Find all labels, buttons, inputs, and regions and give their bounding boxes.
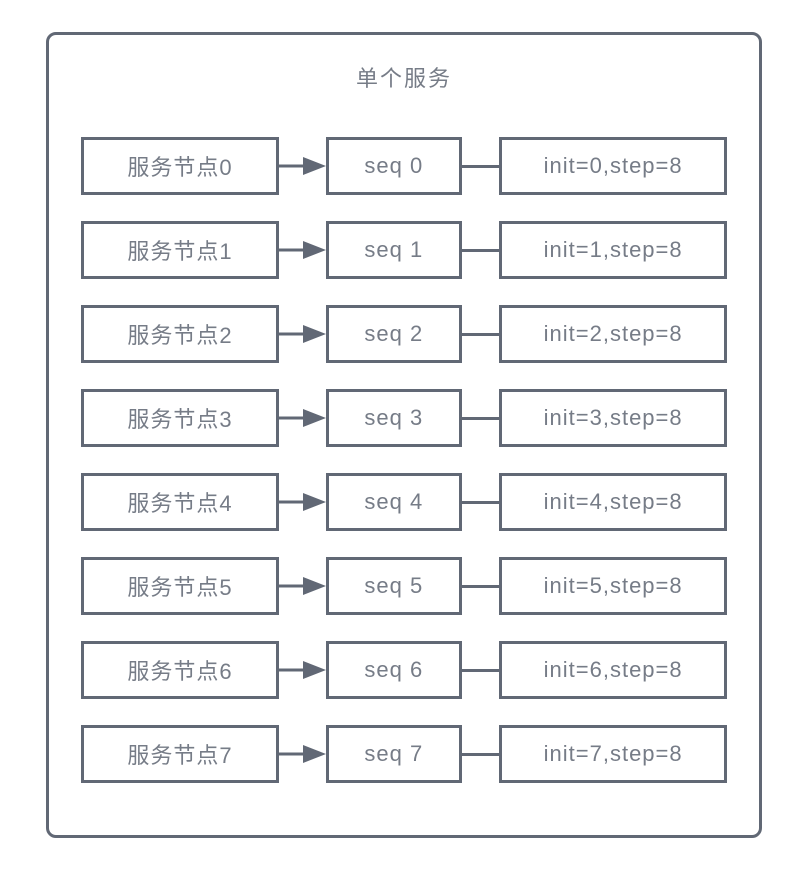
- arrow-right-icon: [279, 557, 327, 615]
- service-row: 服务节点2 seq 2 init=2,step=8: [81, 305, 727, 363]
- service-node-box: 服务节点1: [81, 221, 280, 279]
- connector-line: [461, 473, 500, 531]
- service-row: 服务节点6 seq 6 init=6,step=8: [81, 641, 727, 699]
- init-box: init=2,step=8: [499, 305, 727, 363]
- seq-box: seq 4: [326, 473, 462, 531]
- arrow-right-icon: [279, 641, 327, 699]
- seq-box: seq 5: [326, 557, 462, 615]
- seq-box: seq 3: [326, 389, 462, 447]
- seq-box: seq 6: [326, 641, 462, 699]
- connector-line: [461, 557, 500, 615]
- connector-line: [461, 137, 500, 195]
- arrow-right-icon: [279, 221, 327, 279]
- init-box: init=0,step=8: [499, 137, 727, 195]
- connector-line: [461, 221, 500, 279]
- diagram-container: 单个服务 服务节点0 seq 0 init=0,step=8 服务节点1 seq…: [46, 32, 762, 838]
- init-box: init=4,step=8: [499, 473, 727, 531]
- arrow-right-icon: [279, 305, 327, 363]
- connector-line: [461, 389, 500, 447]
- init-box: init=6,step=8: [499, 641, 727, 699]
- service-node-box: 服务节点7: [81, 725, 280, 783]
- init-box: init=5,step=8: [499, 557, 727, 615]
- init-box: init=1,step=8: [499, 221, 727, 279]
- service-row: 服务节点3 seq 3 init=3,step=8: [81, 389, 727, 447]
- service-node-box: 服务节点0: [81, 137, 280, 195]
- seq-box: seq 0: [326, 137, 462, 195]
- init-box: init=3,step=8: [499, 389, 727, 447]
- connector-line: [461, 725, 500, 783]
- seq-box: seq 1: [326, 221, 462, 279]
- service-row: 服务节点7 seq 7 init=7,step=8: [81, 725, 727, 783]
- service-row: 服务节点1 seq 1 init=1,step=8: [81, 221, 727, 279]
- arrow-right-icon: [279, 473, 327, 531]
- diagram-rows: 服务节点0 seq 0 init=0,step=8 服务节点1 seq 1 in…: [81, 137, 727, 783]
- service-node-box: 服务节点2: [81, 305, 280, 363]
- service-node-box: 服务节点4: [81, 473, 280, 531]
- connector-line: [461, 305, 500, 363]
- service-row: 服务节点5 seq 5 init=5,step=8: [81, 557, 727, 615]
- service-node-box: 服务节点3: [81, 389, 280, 447]
- seq-box: seq 2: [326, 305, 462, 363]
- service-node-box: 服务节点6: [81, 641, 280, 699]
- service-row: 服务节点0 seq 0 init=0,step=8: [81, 137, 727, 195]
- arrow-right-icon: [279, 389, 327, 447]
- service-node-box: 服务节点5: [81, 557, 280, 615]
- arrow-right-icon: [279, 725, 327, 783]
- arrow-right-icon: [279, 137, 327, 195]
- init-box: init=7,step=8: [499, 725, 727, 783]
- seq-box: seq 7: [326, 725, 462, 783]
- diagram-title: 单个服务: [355, 66, 452, 91]
- service-row: 服务节点4 seq 4 init=4,step=8: [81, 473, 727, 531]
- connector-line: [461, 641, 500, 699]
